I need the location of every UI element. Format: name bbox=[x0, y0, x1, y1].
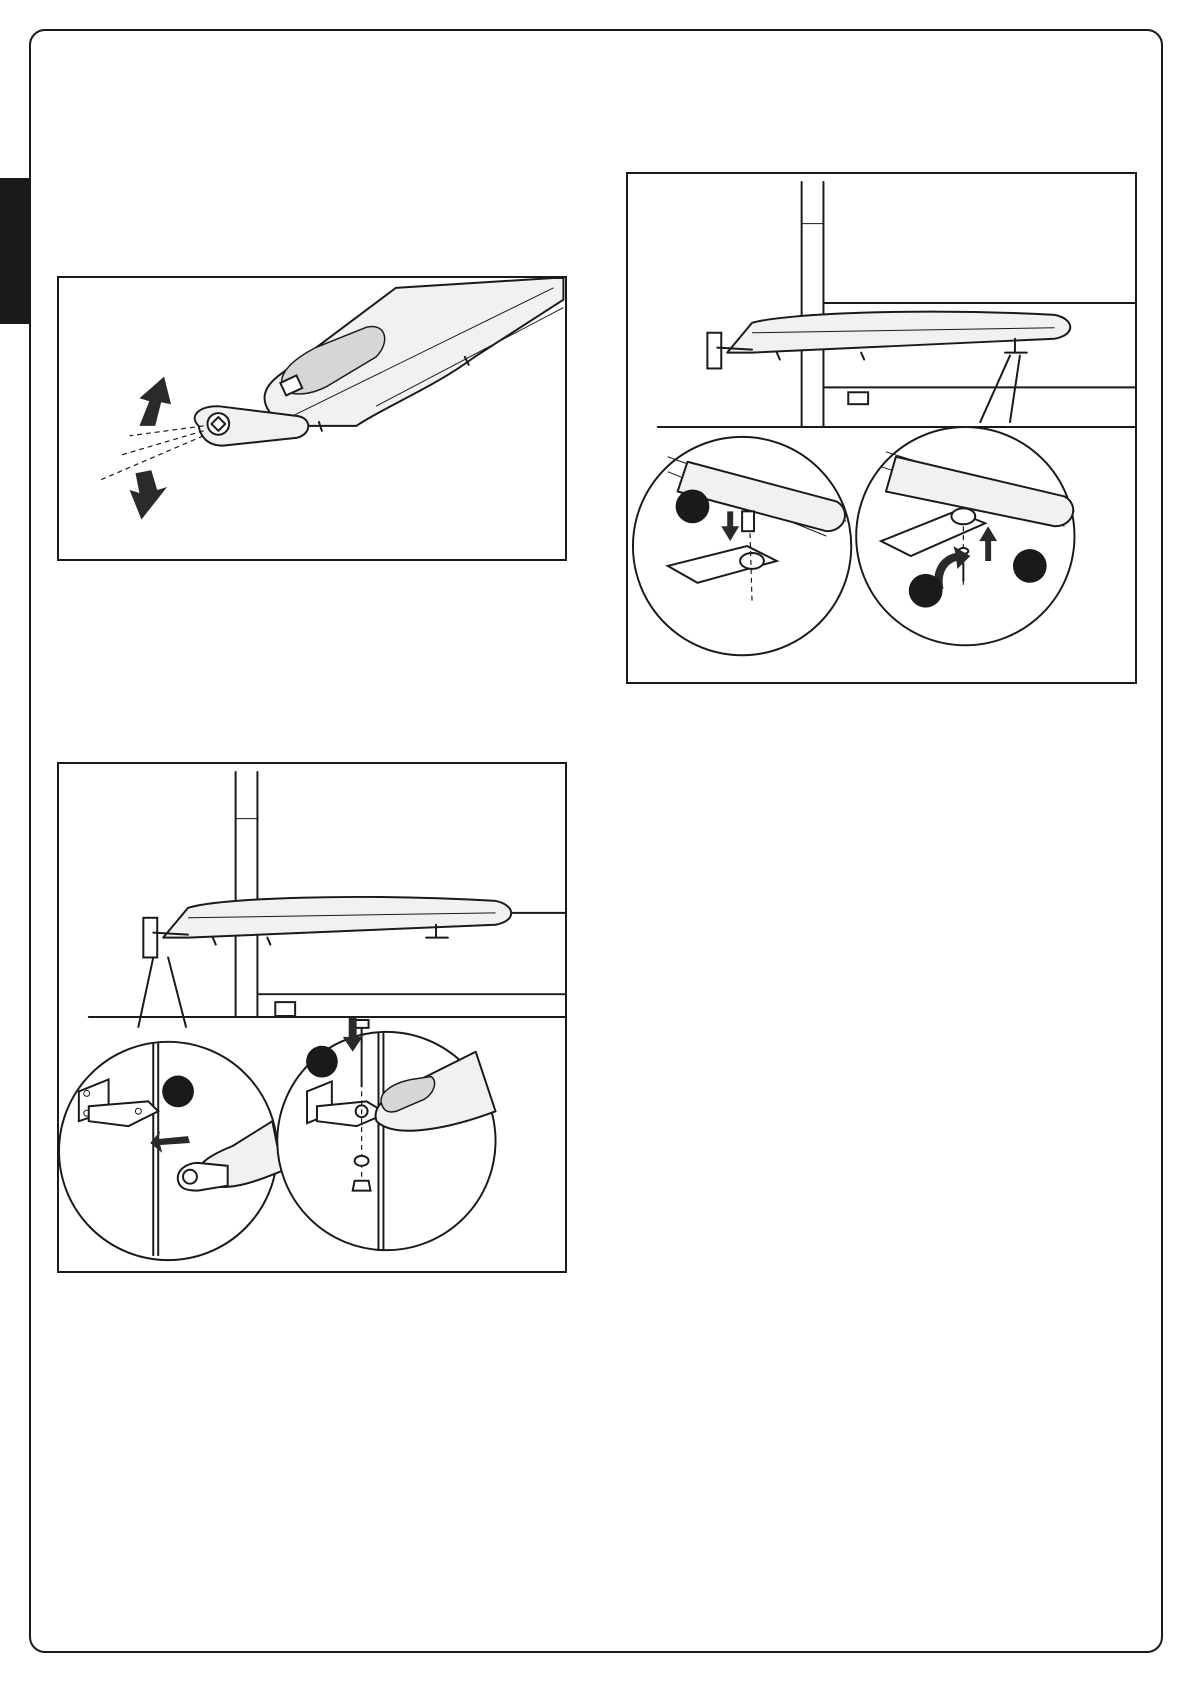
rear-bracket-illustration bbox=[59, 764, 565, 1271]
front-foot-illustration bbox=[628, 174, 1135, 682]
figure-front-foot-mounting bbox=[626, 172, 1137, 684]
arm-pivot-illustration bbox=[59, 278, 565, 559]
section-tab bbox=[0, 178, 29, 324]
figure-arm-pivot-adjustment bbox=[57, 276, 567, 561]
figure-rear-bracket-mounting bbox=[57, 762, 567, 1273]
